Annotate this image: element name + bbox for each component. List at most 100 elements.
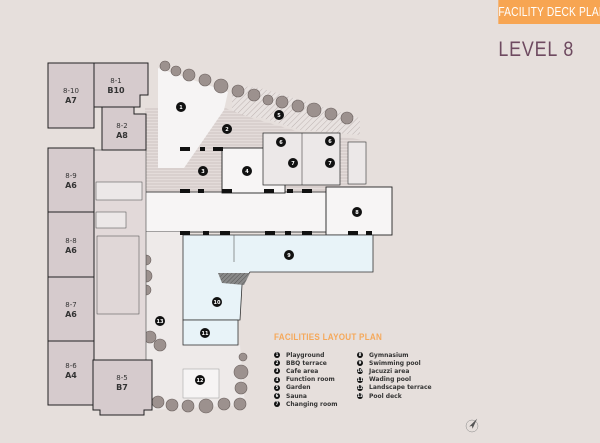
marker-dot	[242, 166, 252, 176]
legend-number: 2	[274, 360, 280, 367]
marker-dot	[352, 207, 362, 217]
pool-deck-area	[145, 232, 245, 410]
legend-item: 8 Gymnasium	[357, 351, 432, 359]
playground-area	[158, 68, 228, 168]
legend-label: Gymnasium	[369, 351, 409, 359]
legend-label: Changing room	[286, 400, 338, 408]
legend-label: Cafe area	[286, 367, 319, 375]
marker-number: 2	[225, 127, 229, 133]
svg-text:8-7: 8-7	[65, 301, 76, 309]
marker-number: 11	[202, 331, 209, 337]
facility-marker: 7	[288, 158, 298, 168]
marker-number: 10	[214, 300, 221, 306]
svg-text:B10: B10	[107, 86, 125, 95]
svg-text:A6: A6	[65, 246, 77, 255]
unit-8-8[interactable]: 8-8A6	[47, 211, 95, 278]
unit-8-7[interactable]: 8-7A6	[47, 276, 95, 342]
level-title: LEVEL 8	[498, 38, 574, 61]
svg-text:8-2: 8-2	[116, 122, 127, 130]
legend-item: 5 Garden	[274, 384, 349, 392]
facility-marker: 1	[176, 102, 186, 112]
marker-dot	[155, 316, 165, 326]
marker-dot	[176, 102, 186, 112]
unit-8-5[interactable]: 8-5B7	[92, 359, 153, 416]
facility-marker: 10	[212, 297, 222, 307]
facility-marker: 9	[284, 250, 294, 260]
facility-marker: 5	[274, 110, 284, 120]
marker-dot	[200, 328, 210, 338]
unit-8-6[interactable]: 8-6A4	[47, 340, 95, 406]
svg-text:8-6: 8-6	[65, 362, 77, 370]
svg-text:A8: A8	[116, 131, 128, 140]
facility-marker: 6	[325, 136, 335, 146]
marker-dot	[288, 158, 298, 168]
legend-item: 1 Playground	[274, 351, 349, 359]
marker-number: 9	[287, 253, 291, 259]
legend-number: 10	[357, 368, 363, 375]
legend-label: Sauna	[286, 392, 307, 400]
marker-number: 4	[245, 169, 249, 175]
swimming-pool	[182, 234, 374, 321]
marker-dot	[276, 137, 286, 147]
facility-marker: 3	[198, 166, 208, 176]
marker-number: 7	[328, 161, 332, 167]
legend-number: 11	[357, 376, 363, 383]
svg-text:B7: B7	[116, 383, 128, 392]
legend-label: Landscape terrace	[369, 384, 432, 392]
legend-label: Wading pool	[369, 376, 412, 384]
marker-dot	[195, 375, 205, 385]
legend-number: 3	[274, 368, 280, 375]
facility-marker: 8	[352, 207, 362, 217]
svg-text:8-1: 8-1	[110, 77, 121, 85]
legend-label: Pool deck	[369, 392, 402, 400]
facility-marker: 13	[155, 316, 165, 326]
legend-number: 12	[357, 384, 363, 391]
legend-item: 4 Function room	[274, 376, 349, 384]
legend-label: Playground	[286, 351, 325, 359]
marker-dot	[325, 136, 335, 146]
svg-text:8-8: 8-8	[65, 237, 76, 245]
marker-dot	[222, 124, 232, 134]
svg-text:8-9: 8-9	[65, 172, 76, 180]
marker-number: 5	[277, 113, 281, 119]
unit-8-2[interactable]: 8-2A8	[101, 106, 147, 151]
svg-text:A6: A6	[65, 310, 77, 319]
svg-text:A4: A4	[65, 371, 77, 380]
legend-number: 1	[274, 352, 280, 359]
legend-number: 8	[357, 352, 363, 359]
legend-label: Swimming pool	[369, 359, 421, 367]
marker-number: 13	[157, 319, 164, 325]
marker-number: 3	[201, 169, 205, 175]
marker-number: 7	[291, 161, 295, 167]
marker-number: 8	[355, 210, 359, 216]
facility-marker: 6	[276, 137, 286, 147]
legend-number: 4	[274, 376, 280, 383]
legend-title: FACILITIES LAYOUT PLAN	[274, 332, 383, 343]
legend-label: Garden	[286, 384, 311, 392]
marker-dot	[284, 250, 294, 260]
legend-number: 5	[274, 384, 280, 391]
legend-label: Function room	[286, 376, 335, 384]
legend-number: 9	[357, 360, 363, 367]
unit-8-9[interactable]: 8-9A6	[47, 147, 95, 213]
marker-dot	[274, 110, 284, 120]
jacuzzi	[218, 273, 250, 285]
facility-marker: 11	[200, 328, 210, 338]
north-arrow-icon	[465, 418, 479, 433]
marker-number: 6	[279, 140, 283, 146]
legend-item: 3 Cafe area	[274, 367, 349, 375]
facility-deck-plan-banner: FACILITY DECK PLAN	[498, 0, 600, 24]
legend-item: 11 Wading pool	[357, 376, 432, 384]
marker-number: 6	[328, 139, 332, 145]
